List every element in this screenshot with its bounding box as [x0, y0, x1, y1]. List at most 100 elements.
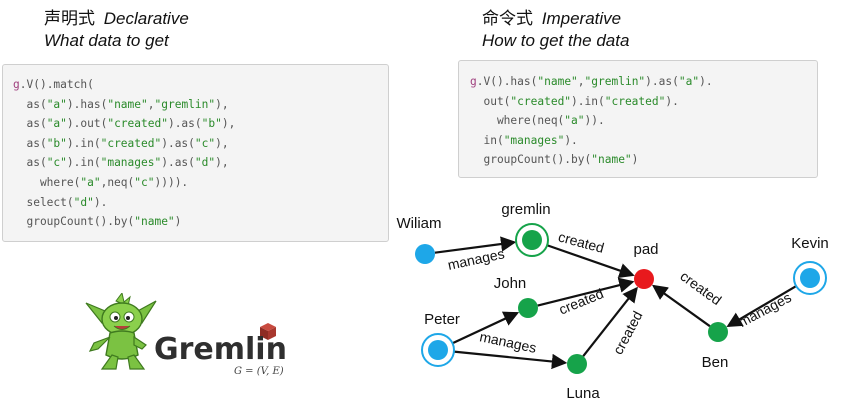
node-gremlin [522, 230, 542, 250]
imperative-title-en: Imperative [541, 9, 622, 28]
code-token: )). [584, 114, 605, 128]
code-token: ), [215, 136, 229, 150]
code-token: "name" [591, 153, 632, 167]
code-token: ), [215, 97, 229, 111]
declarative-code-line: as("b").in("created").as("c"), [13, 134, 388, 154]
imperative-heading: 命令式 Imperative How to get the data [482, 8, 629, 52]
code-token: g [13, 78, 20, 91]
code-token: ).as( [167, 117, 202, 131]
node-kevin [800, 268, 820, 288]
code-token: "name" [537, 75, 578, 88]
code-token: , [577, 75, 585, 88]
code-token: ), [221, 117, 236, 131]
code-token: "created" [100, 136, 162, 150]
code-token: "a" [46, 97, 67, 111]
code-token: "a" [80, 175, 101, 189]
code-token: "a" [46, 117, 67, 131]
node-label-kevin: Kevin [791, 235, 829, 252]
declarative-code-line: as("c").in("manages").as("d"), [13, 153, 388, 173]
code-token: where(neq( [470, 114, 565, 128]
edge-gremlin-pad [546, 244, 635, 278]
code-token: ). [665, 94, 679, 108]
code-token: ). [699, 75, 713, 88]
code-token: as( [13, 156, 47, 170]
code-token: "a" [678, 75, 700, 88]
declarative-heading: 声明式 Declarative What data to get [44, 8, 189, 52]
declarative-subtitle: What data to get [44, 31, 169, 50]
imperative-title-cn: 命令式 [482, 9, 533, 29]
imperative-subtitle: How to get the data [482, 31, 630, 50]
edge-wiliam-gremlin [434, 236, 517, 254]
declarative-code-line: g.V().match( [13, 75, 388, 95]
code-token: groupCount().by( [470, 153, 592, 167]
code-token: ).out( [66, 117, 108, 131]
code-token: where( [13, 175, 81, 189]
code-token: in( [470, 133, 504, 147]
code-token: "manages" [503, 133, 565, 147]
node-label-pad: pad [633, 241, 658, 258]
code-token: select( [13, 195, 74, 209]
edge-label-john-pad: created [556, 285, 605, 317]
code-token: ), [215, 156, 229, 170]
code-token: .V().has( [476, 75, 538, 88]
code-token: as( [13, 117, 47, 131]
edge-peter-luna [453, 350, 568, 370]
code-token: out( [470, 94, 511, 108]
code-token: ).has( [66, 97, 108, 111]
code-token: ).as( [161, 136, 195, 150]
node-peter [428, 340, 448, 360]
code-token: "b" [46, 136, 67, 150]
node-label-john: John [494, 275, 527, 292]
gremlin-mascot-icon [85, 293, 157, 370]
code-token: ) [631, 153, 639, 167]
node-pad [634, 269, 654, 289]
node-label-gremlin: gremlin [501, 201, 550, 218]
code-token: "c" [194, 136, 216, 150]
node-luna [567, 354, 587, 374]
code-token: groupCount().by( [13, 215, 135, 229]
node-label-peter: Peter [424, 311, 460, 328]
declarative-code-line: where("a",neq("c")))). [13, 173, 388, 193]
code-token: ) [174, 215, 182, 229]
declarative-title-cn: 声明式 [44, 9, 95, 29]
edge-john-pad [537, 277, 635, 307]
declarative-code-line: select("d"). [13, 193, 388, 213]
imperative-code-line: out("created").in("created"). [470, 92, 817, 112]
code-token: "d" [73, 195, 94, 209]
edge-peter-john [452, 311, 520, 345]
edge-luna-pad [582, 286, 638, 357]
declarative-code-line: groupCount().by("name") [13, 212, 388, 232]
code-token: , [147, 97, 155, 111]
edge-label-ben-pad: created [677, 268, 724, 308]
imperative-code-line: groupCount().by("name") [470, 150, 817, 170]
imperative-code-line: g.V().has("name","gremlin").as("a"). [470, 72, 817, 92]
code-token: "created" [604, 94, 666, 108]
gremlin-wordmark: Gremlin [154, 332, 287, 367]
imperative-code-line: where(neq("a")). [470, 111, 817, 131]
node-john [518, 298, 538, 318]
edge-ben-pad [651, 284, 711, 328]
code-token: "name" [107, 97, 148, 111]
code-token: "name" [134, 215, 175, 229]
node-label-luna: Luna [566, 385, 600, 402]
imperative-code-block: g.V().has("name","gremlin").as("a"). out… [458, 60, 818, 178]
code-token: "c" [134, 175, 155, 189]
node-ben [708, 322, 728, 342]
declarative-code-block: g.V().match( as("a").has("name","gremlin… [2, 64, 389, 242]
edge-label-kevin-ben: manages [735, 289, 793, 330]
code-token: ). [93, 195, 108, 209]
node-label-wiliam: Wiliam [397, 215, 442, 232]
declarative-code-line: as("a").has("name","gremlin"), [13, 95, 388, 115]
code-token: "manages" [100, 156, 162, 170]
code-token: )))). [154, 175, 189, 189]
gremlin-formula: G = (V, E) [234, 366, 284, 377]
code-token: "created" [107, 117, 168, 131]
code-token: ). [564, 133, 578, 147]
code-token: "b" [201, 117, 222, 131]
code-token: ).as( [161, 156, 195, 170]
code-token: ,neq( [100, 175, 135, 189]
code-token: .V().match( [19, 78, 94, 91]
edge-label-peter-luna: manages [478, 328, 538, 356]
code-token: ).as( [645, 75, 679, 88]
